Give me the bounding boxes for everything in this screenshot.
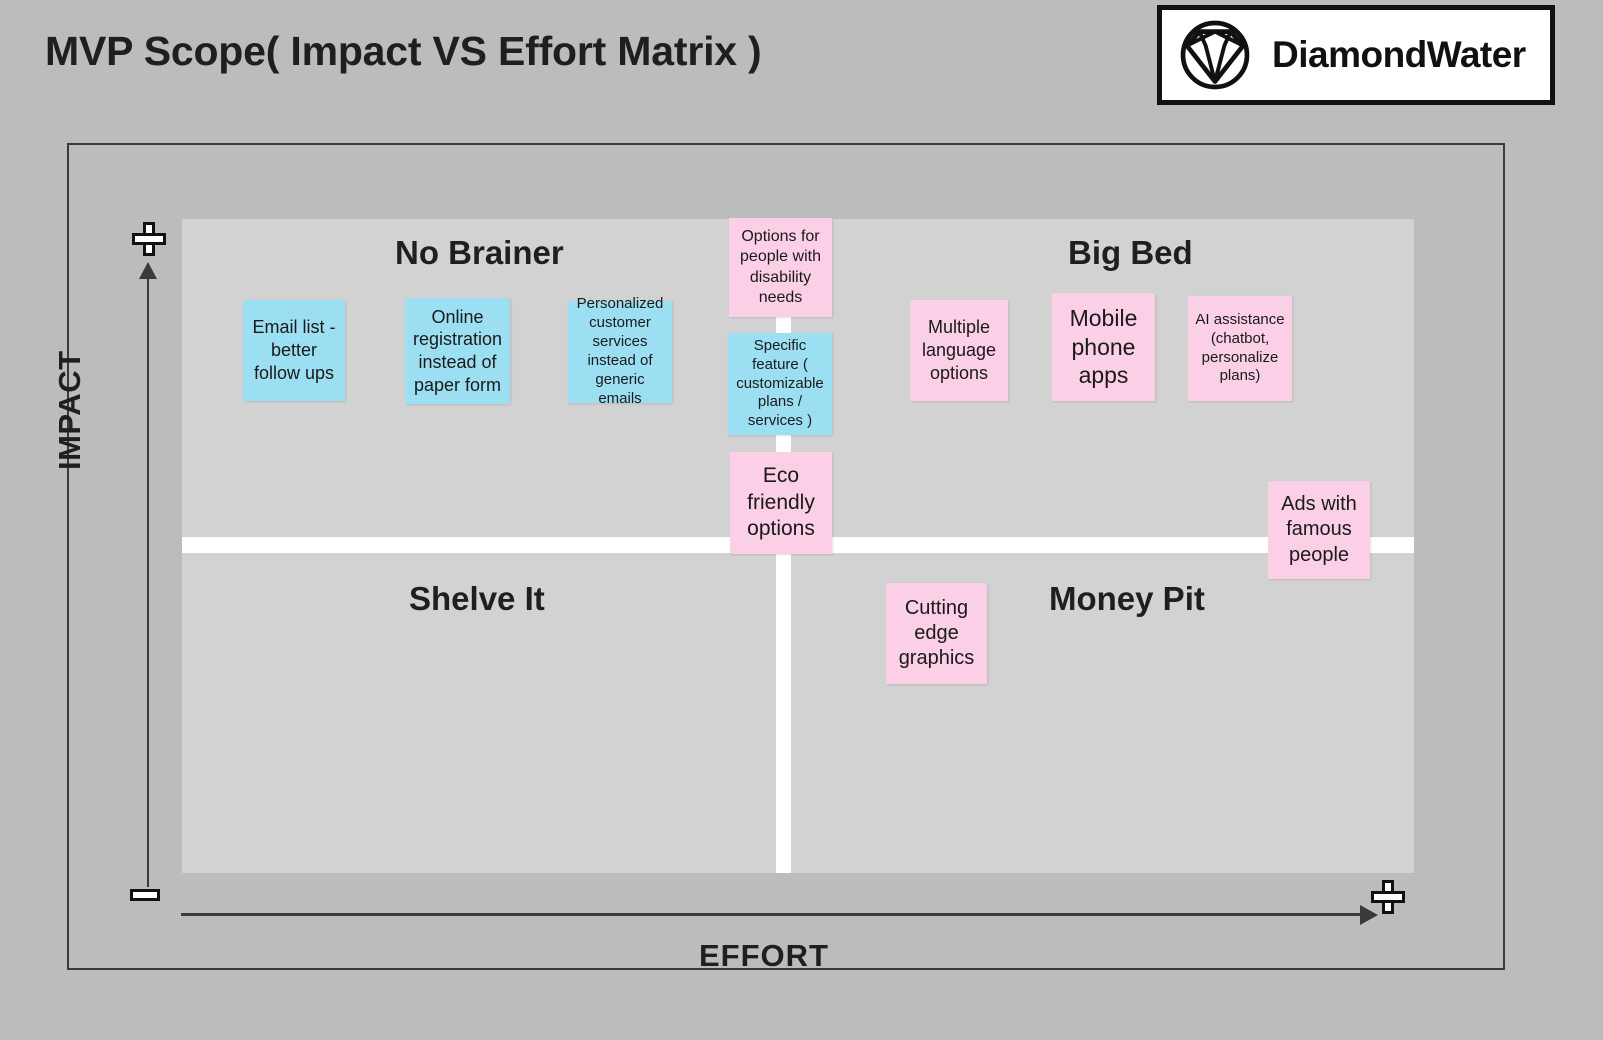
sticky-note-text: Multiple language options bbox=[921, 317, 997, 383]
sticky-note-text: Options for people with disability needs bbox=[740, 228, 821, 306]
matrix-frame bbox=[67, 143, 1505, 970]
sticky-note-online-registration[interactable]: Online registration instead of paper for… bbox=[405, 298, 510, 404]
effort-axis-arrow-icon bbox=[1360, 905, 1378, 925]
sticky-note-email-list[interactable]: Email list - better follow ups bbox=[243, 300, 345, 401]
axis-label-effort: EFFORT bbox=[0, 938, 1603, 974]
sticky-note-mobile-apps[interactable]: Mobile phone apps bbox=[1052, 293, 1155, 401]
quadrant-label-money-pit: Money Pit bbox=[1049, 580, 1205, 617]
sticky-note-personalized-service[interactable]: Personalized customer services instead o… bbox=[568, 295, 672, 407]
sticky-note-text: AI assistance (chatbot, personalize plan… bbox=[1195, 310, 1285, 385]
sticky-note-disability-options[interactable]: Options for people with disability needs bbox=[729, 218, 832, 317]
sticky-note-text: Mobile phone apps bbox=[1069, 304, 1138, 389]
sticky-note-text: Email list - better follow ups bbox=[252, 317, 336, 383]
sticky-note-eco-friendly[interactable]: Eco friendly options bbox=[730, 452, 832, 554]
sticky-note-text: Cutting edge graphics bbox=[898, 596, 975, 670]
quadrant-label-shelve-it: Shelve It bbox=[409, 580, 545, 617]
axis-label-effort-text: EFFORT bbox=[699, 938, 829, 973]
page-title: MVP Scope( Impact VS Effort Matrix ) bbox=[45, 28, 762, 74]
effort-axis-line bbox=[181, 913, 1368, 916]
impact-axis-line bbox=[147, 268, 149, 887]
axis-label-impact: IMPACT bbox=[52, 350, 87, 470]
sticky-note-text: Specific feature ( customizable plans / … bbox=[736, 336, 824, 430]
sticky-note-cutting-edge-graphics[interactable]: Cutting edge graphics bbox=[886, 583, 987, 684]
sticky-note-multiple-language[interactable]: Multiple language options bbox=[910, 300, 1008, 401]
sticky-note-text: Personalized customer services instead o… bbox=[576, 295, 664, 407]
impact-high-plus-icon bbox=[132, 222, 166, 256]
quadrant-label-no-brainer: No Brainer bbox=[395, 234, 564, 271]
diamond-in-circle-icon bbox=[1180, 20, 1250, 90]
effort-low-minus-icon bbox=[130, 889, 160, 901]
impact-axis-arrow-icon bbox=[139, 262, 157, 279]
sticky-note-ai-assistance[interactable]: AI assistance (chatbot, personalize plan… bbox=[1188, 296, 1292, 401]
sticky-note-text: Eco friendly options bbox=[747, 464, 815, 541]
sticky-note-ads-famous-people[interactable]: Ads with famous people bbox=[1268, 481, 1370, 579]
effort-high-plus-icon bbox=[1371, 880, 1405, 914]
quadrant-label-big-bed: Big Bed bbox=[1068, 234, 1193, 271]
brand-name: DiamondWater bbox=[1272, 34, 1526, 75]
sticky-note-specific-feature[interactable]: Specific feature ( customizable plans / … bbox=[728, 333, 832, 435]
sticky-note-text: Ads with famous people bbox=[1281, 493, 1357, 566]
sticky-note-text: Online registration instead of paper for… bbox=[412, 306, 503, 395]
brand-logo: DiamondWater bbox=[1157, 5, 1555, 105]
